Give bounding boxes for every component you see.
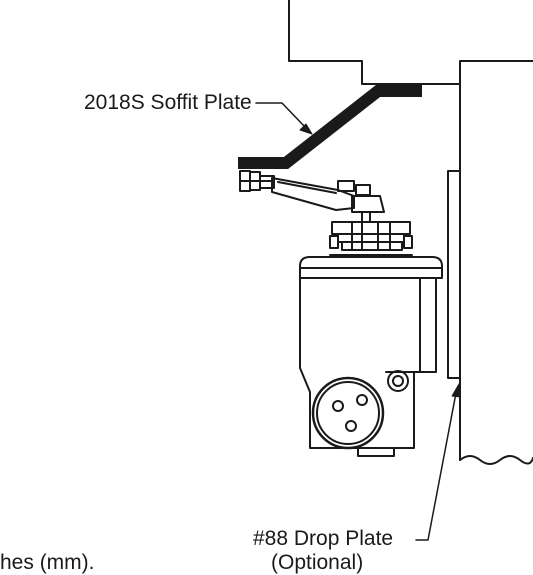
pinion-assembly — [329, 221, 413, 256]
arm-shoe — [239, 170, 275, 192]
drop-plate-label: #88 Drop Plate — [253, 527, 394, 550]
soffit-plate-leader — [255, 102, 307, 129]
drop-plate — [447, 170, 461, 379]
closer-body — [299, 277, 437, 449]
closer-arm — [271, 177, 385, 223]
closer-foot — [357, 447, 395, 457]
units-note: hes (mm). — [0, 551, 95, 574]
drop-plate-leader — [415, 392, 457, 541]
door-frame — [459, 83, 533, 465]
soffit-plate-leader-arrow — [299, 123, 313, 135]
soffit-plate-label: 2018S Soffit Plate — [84, 91, 252, 114]
drop-plate-leader-arrow — [451, 383, 461, 398]
closer-cap — [299, 256, 443, 279]
valve-assembly — [311, 376, 385, 450]
adjustment-screw — [387, 370, 409, 392]
soffit-plate — [238, 85, 422, 169]
drop-plate-note: (Optional) — [271, 551, 364, 574]
header-block — [288, 0, 533, 85]
